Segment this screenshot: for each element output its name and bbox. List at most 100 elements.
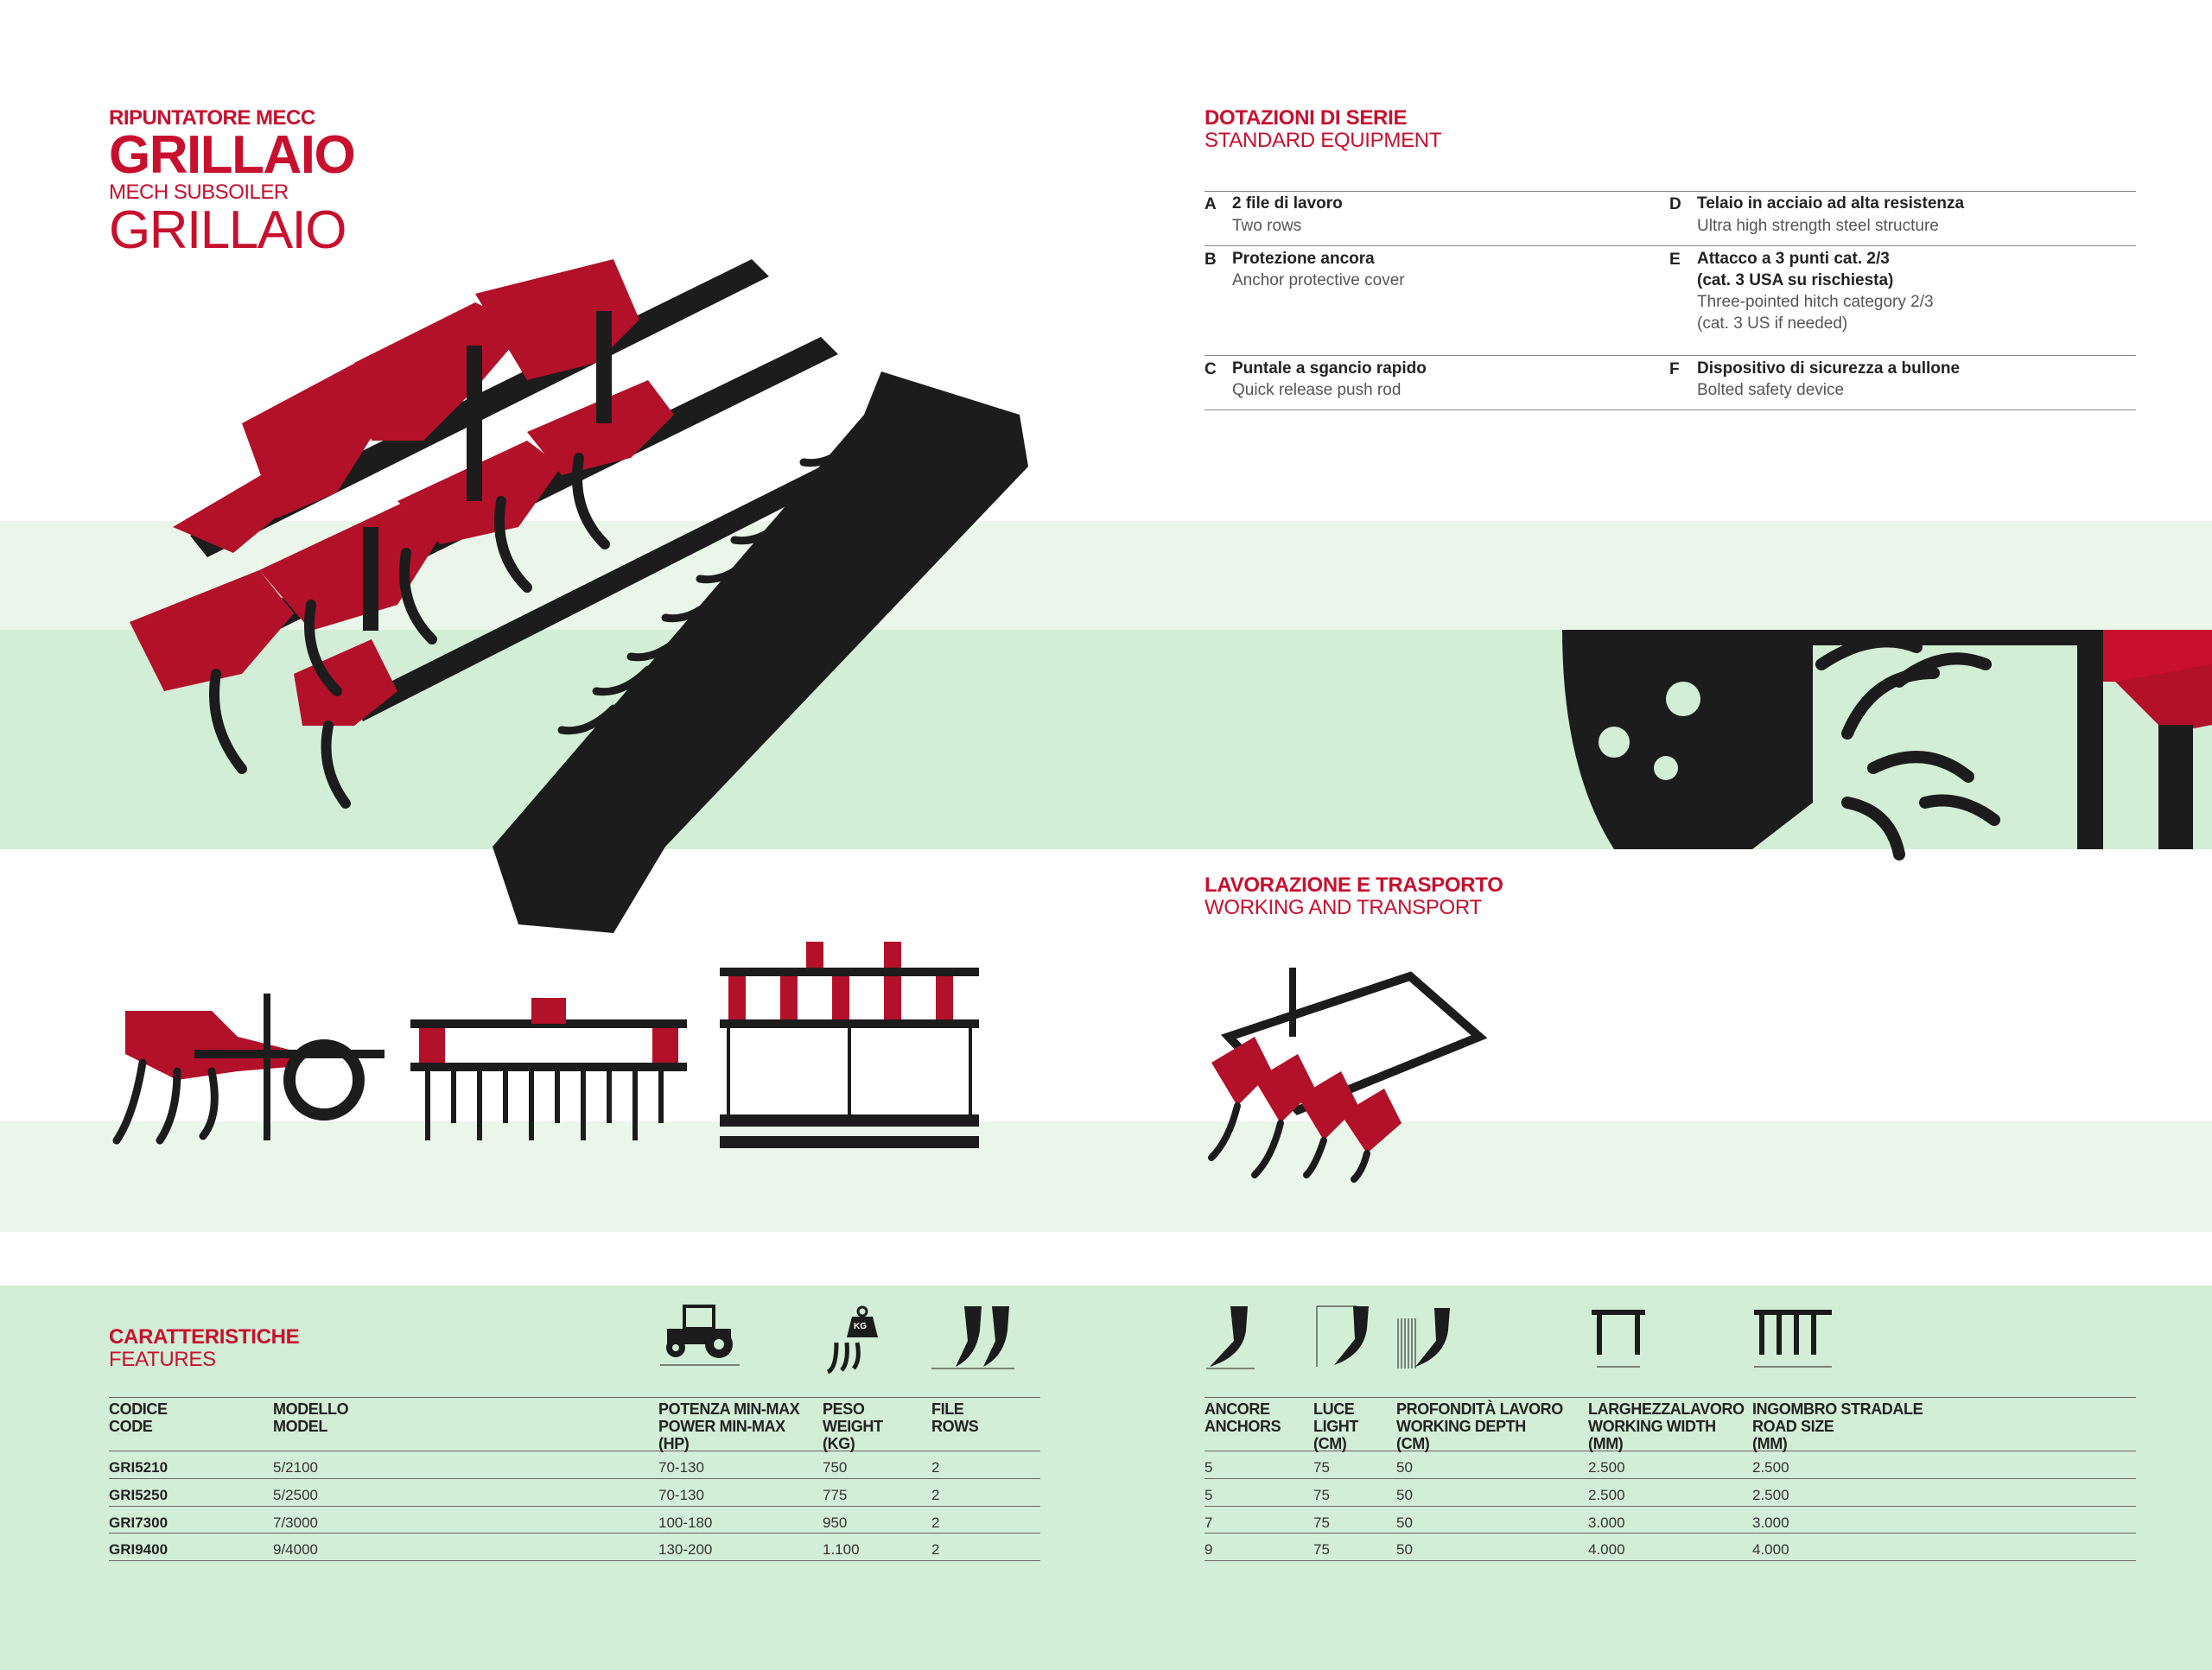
features-heading: CARATTERISTICHE FEATURES bbox=[109, 1325, 300, 1371]
left-table-cell-weight: 750 bbox=[823, 1459, 848, 1476]
right-table-header: (CM) bbox=[1396, 1435, 1430, 1452]
left-table-cell-power: 130-200 bbox=[658, 1541, 713, 1558]
equipment-label-it: Protezione ancora bbox=[1232, 250, 1375, 268]
right-table-cell-anchors: 9 bbox=[1205, 1541, 1213, 1558]
right-table-header: (MM) bbox=[1588, 1435, 1624, 1452]
right-table-cell-width: 2.500 bbox=[1588, 1487, 1625, 1503]
right-table-header: WORKING DEPTH bbox=[1396, 1418, 1526, 1435]
right-table-cell-light: 75 bbox=[1313, 1459, 1330, 1476]
right-table-header: LARGHEZZALAVORO bbox=[1588, 1400, 1745, 1418]
right-table-header: PROFONDITÀ LAVORO bbox=[1396, 1400, 1563, 1418]
right-table-cell-light: 75 bbox=[1313, 1514, 1330, 1531]
left-table-cell-power: 100-180 bbox=[658, 1514, 713, 1531]
right-table-cell-anchors: 5 bbox=[1205, 1487, 1213, 1503]
equipment-label-en-2: (cat. 3 US if needed) bbox=[1697, 314, 1848, 333]
equipment-label-en: Quick release push rod bbox=[1232, 381, 1402, 399]
clearance-icon bbox=[1316, 1305, 1369, 1367]
equipment-rule-2 bbox=[1205, 355, 2136, 356]
right-table-cell-road: 4.000 bbox=[1752, 1541, 1789, 1558]
features-band bbox=[0, 1286, 2212, 1670]
left-table-cell-power: 70-130 bbox=[658, 1487, 704, 1503]
left-table-rule-r4 bbox=[109, 1560, 1040, 1561]
left-table-header: (KG) bbox=[823, 1435, 855, 1452]
left-table-cell-weight: 775 bbox=[823, 1487, 848, 1503]
title-name-en: GRILLAIO bbox=[109, 200, 347, 260]
right-table-header: (CM) bbox=[1313, 1435, 1347, 1452]
thumbnail-side-view bbox=[112, 994, 385, 1145]
right-table-header: INGOMBRO STRADALE bbox=[1752, 1400, 1923, 1418]
working-heading-en: WORKING AND TRANSPORT bbox=[1205, 896, 1482, 919]
left-table-cell-code: GRI5250 bbox=[109, 1487, 168, 1503]
left-table-rule-r1 bbox=[109, 1478, 1040, 1479]
thumbnail-front-view bbox=[410, 998, 687, 1140]
right-table-cell-depth: 50 bbox=[1396, 1514, 1413, 1531]
equipment-letter: F bbox=[1669, 360, 1680, 378]
left-table-cell-rows: 2 bbox=[931, 1541, 940, 1558]
left-table-cell-code: GRI5210 bbox=[109, 1459, 168, 1476]
left-table-cell-model: 5/2100 bbox=[273, 1459, 318, 1476]
tractor-icon bbox=[660, 1305, 740, 1366]
right-table-cell-width: 4.000 bbox=[1588, 1541, 1625, 1558]
equipment-label-en: Ultra high strength steel structure bbox=[1697, 217, 1939, 235]
left-table-rule-top bbox=[109, 1397, 1040, 1398]
equipment-rule-top bbox=[1205, 191, 2136, 192]
equipment-label-it: Puntale a sgancio rapido bbox=[1232, 359, 1427, 378]
left-table-header: ROWS bbox=[931, 1418, 979, 1435]
left-table-header: WEIGHT bbox=[823, 1418, 883, 1435]
title-category-en: MECH SUBSOILER bbox=[109, 181, 289, 204]
thumbnail-top-view bbox=[720, 942, 979, 1148]
left-table-header: CODICE bbox=[109, 1400, 168, 1418]
equipment-letter: B bbox=[1205, 251, 1217, 269]
left-table-header: POWER MIN-MAX bbox=[658, 1418, 785, 1435]
right-table-header: ANCORE bbox=[1205, 1400, 1270, 1418]
features-heading-it: CARATTERISTICHE bbox=[109, 1325, 300, 1349]
right-table-cell-anchors: 7 bbox=[1205, 1514, 1213, 1531]
right-table-cell-depth: 50 bbox=[1396, 1487, 1413, 1503]
main-product-image bbox=[130, 259, 1028, 933]
weight-icon: KG bbox=[823, 1305, 883, 1375]
rows-icon bbox=[931, 1306, 1014, 1369]
equipment-label-it: Dispositivo di sicurezza a bullone bbox=[1697, 359, 1961, 378]
detail-closeup-image bbox=[1562, 630, 2212, 860]
right-table-rule-r4 bbox=[1205, 1560, 2136, 1561]
left-table-header: CODE bbox=[109, 1418, 153, 1435]
left-table-header: (HP) bbox=[658, 1435, 690, 1452]
right-table-header: LUCE bbox=[1313, 1400, 1355, 1418]
product-title-block: RIPUNTATORE MECC GRILLAIO MECH SUBSOILER… bbox=[109, 106, 356, 260]
working-transport-image bbox=[1208, 968, 1488, 1183]
right-table-header: ANCHORS bbox=[1205, 1418, 1281, 1435]
weight-icon-label: KG bbox=[854, 1322, 867, 1331]
right-table-cell-depth: 50 bbox=[1396, 1459, 1413, 1476]
equipment-heading-en: STANDARD EQUIPMENT bbox=[1205, 129, 1442, 152]
right-table-cell-road: 2.500 bbox=[1752, 1459, 1789, 1476]
left-table-header: POTENZA MIN-MAX bbox=[658, 1400, 800, 1418]
band-light-bottom bbox=[0, 1121, 2212, 1232]
right-table-header: (MM) bbox=[1752, 1435, 1788, 1452]
left-table-cell-model: 9/4000 bbox=[273, 1541, 318, 1558]
left-table-cell-weight: 950 bbox=[823, 1514, 848, 1531]
right-table-cell-road: 2.500 bbox=[1752, 1487, 1789, 1503]
equipment-label-en: Anchor protective cover bbox=[1232, 271, 1405, 289]
left-table-header: PESO bbox=[823, 1400, 865, 1418]
right-table-cell-depth: 50 bbox=[1396, 1541, 1413, 1558]
working-transport-heading: LAVORAZIONE E TRASPORTO WORKING AND TRAN… bbox=[1205, 874, 1503, 919]
right-table-cell-width: 3.000 bbox=[1588, 1514, 1625, 1531]
right-table-cell-road: 3.000 bbox=[1752, 1514, 1789, 1531]
standard-equipment-heading: DOTAZIONI DI SERIE STANDARD EQUIPMENT bbox=[1205, 107, 1441, 152]
title-category-it: RIPUNTATORE MECC bbox=[109, 106, 315, 130]
working-width-icon bbox=[1592, 1310, 1645, 1368]
road-size-icon bbox=[1754, 1310, 1832, 1368]
equipment-letter: C bbox=[1205, 360, 1217, 378]
right-table-cell-width: 2.500 bbox=[1588, 1459, 1625, 1476]
right-table-header: ROAD SIZE bbox=[1752, 1418, 1834, 1435]
right-table-rule-r2 bbox=[1205, 1506, 2136, 1507]
right-table-header: WORKING WIDTH bbox=[1588, 1418, 1716, 1435]
equipment-label-en: Three-pointed hitch category 2/3 bbox=[1697, 293, 1934, 311]
left-table-cell-rows: 2 bbox=[931, 1459, 940, 1476]
left-table-cell-code: GRI7300 bbox=[109, 1514, 168, 1531]
left-table-cell-code: GRI9400 bbox=[109, 1541, 168, 1558]
left-table-header: MODELLO bbox=[273, 1400, 349, 1418]
title-name-it: GRILLAIO bbox=[109, 125, 356, 185]
left-table-cell-power: 70-130 bbox=[658, 1459, 704, 1476]
depth-icon bbox=[1397, 1308, 1450, 1368]
